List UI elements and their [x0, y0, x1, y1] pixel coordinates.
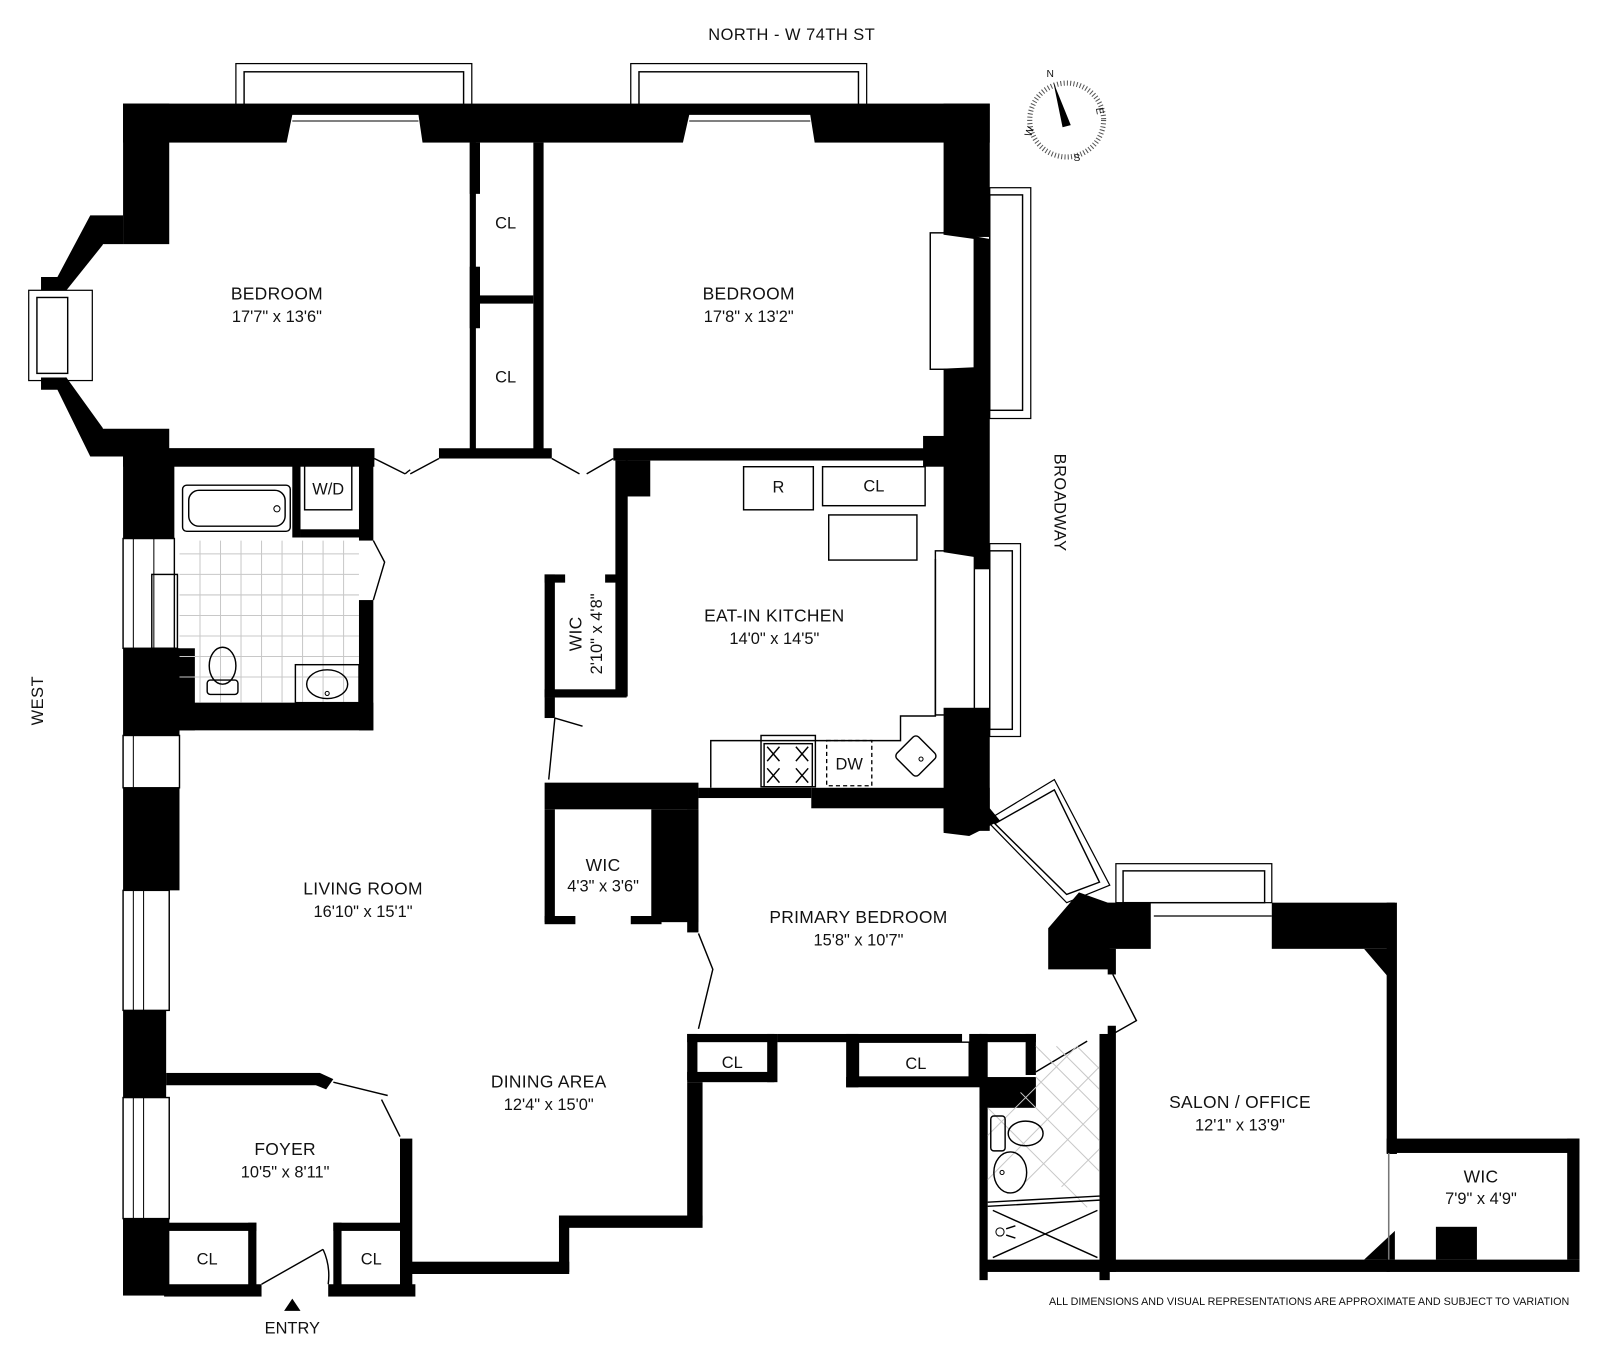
room-name: BEDROOM	[231, 284, 323, 304]
room-name: EAT-IN KITCHEN	[704, 606, 844, 626]
room-name: WIC	[1464, 1167, 1499, 1187]
room-salon-office: SALON / OFFICE 12'1" x 13'9"	[1169, 1092, 1311, 1135]
room-foyer: FOYER 10'5" x 8'11"	[241, 1139, 330, 1182]
bathroom-floor-tiles	[151, 540, 359, 703]
kitchen-counter-outline	[710, 559, 937, 788]
primary-sink-icon	[993, 1151, 1028, 1194]
kitchen-sink-icon	[895, 735, 937, 777]
street-label-broadway: BROADWAY	[1050, 454, 1068, 552]
room-dining-area: DINING AREA 12'4" x 15'0"	[491, 1071, 607, 1114]
room-living-room: LIVING ROOM 16'10" x 15'1"	[303, 878, 423, 921]
room-eat-in-kitchen: EAT-IN KITCHEN 14'0" x 14'5"	[704, 606, 844, 649]
room-name: PRIMARY BEDROOM	[769, 907, 947, 927]
walls	[41, 103, 1580, 1297]
room-primary-bedroom: PRIMARY BEDROOM 15'8" x 10'7"	[769, 907, 947, 950]
stove-icon	[760, 734, 817, 788]
room-dimensions: 7'9" x 4'9"	[1445, 1190, 1517, 1208]
closet-label: CL	[197, 1251, 218, 1269]
closet-label: CL	[863, 477, 884, 495]
washer-dryer-label: W/D	[312, 480, 344, 498]
room-name: WIC	[566, 617, 586, 652]
room-bedroom-2: BEDROOM 17'8" x 13'2"	[703, 284, 795, 327]
doors	[261, 457, 1138, 1285]
room-wic-kitchen: WIC 2'10" x 4'8"	[566, 593, 607, 674]
street-label-north: NORTH - W 74TH ST	[708, 26, 875, 44]
street-label-west: WEST	[29, 676, 47, 725]
window-bays	[28, 62, 1273, 904]
room-name: LIVING ROOM	[303, 878, 423, 898]
room-dimensions: 17'7" x 13'6"	[232, 308, 322, 326]
primary-closet-outline	[857, 1041, 970, 1078]
shower-icon	[987, 1195, 1100, 1259]
bathtub-icon	[181, 484, 291, 533]
toilet-icon	[206, 646, 239, 696]
closet-label: CL	[361, 1251, 382, 1269]
refrigerator-label: R	[773, 478, 785, 496]
compass-north-label: N	[1047, 69, 1054, 80]
compass-icon: N E S W	[1023, 69, 1107, 164]
room-dimensions: 16'10" x 15'1"	[314, 903, 413, 921]
disclaimer-text: ALL DIMENSIONS AND VISUAL REPRESENTATION…	[1049, 1296, 1569, 1308]
room-wic-living: WIC 4'3" x 3'6"	[567, 855, 639, 896]
closet-label: CL	[495, 369, 516, 387]
room-name: WIC	[586, 855, 621, 875]
room-name: FOYER	[254, 1139, 316, 1159]
kitchen-counter	[827, 514, 918, 561]
compass-west-label: W	[1023, 125, 1037, 138]
room-dimensions: 15'8" x 10'7"	[813, 932, 903, 950]
dishwasher-icon: DW	[825, 739, 873, 787]
refrigerator-icon: R	[742, 466, 815, 511]
washer-dryer-icon: W/D	[303, 462, 353, 511]
room-dimensions: 4'3" x 3'6"	[567, 877, 639, 895]
closet-label: CL	[905, 1055, 926, 1073]
room-dimensions: 12'1" x 13'9"	[1195, 1116, 1285, 1134]
compass-south-label: S	[1074, 153, 1081, 164]
entry-label: ENTRY	[265, 1319, 320, 1337]
compass-east-label: E	[1093, 107, 1105, 116]
room-dimensions: 2'10" x 4'8"	[588, 593, 606, 674]
room-name: DINING AREA	[491, 1071, 607, 1091]
room-bedroom-1: BEDROOM 17'7" x 13'6"	[231, 284, 323, 327]
room-dimensions: 17'8" x 13'2"	[704, 308, 794, 326]
kitchen-closet: CL	[821, 466, 926, 507]
room-name: BEDROOM	[703, 284, 795, 304]
room-dimensions: 14'0" x 14'5"	[729, 630, 819, 648]
sink-icon	[294, 663, 360, 704]
room-dimensions: 10'5" x 8'11"	[241, 1164, 330, 1182]
room-name: SALON / OFFICE	[1169, 1092, 1311, 1112]
primary-bath-tiles	[987, 1045, 1100, 1208]
dishwasher-label: DW	[836, 755, 864, 773]
closet-label: CL	[495, 215, 516, 233]
closet-label: CL	[722, 1054, 743, 1072]
primary-toilet-icon	[990, 1115, 1044, 1152]
room-wic-salon: WIC 7'9" x 4'9"	[1445, 1167, 1517, 1209]
entry-arrow-icon	[284, 1298, 301, 1311]
room-dimensions: 12'4" x 15'0"	[504, 1096, 594, 1114]
